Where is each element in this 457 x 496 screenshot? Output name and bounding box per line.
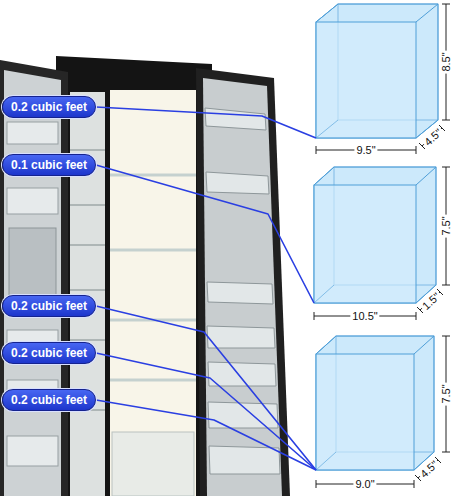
door-bin xyxy=(209,446,280,474)
dimension-label: 9.5" xyxy=(354,144,377,156)
volume-cube xyxy=(314,167,436,303)
fridge-shelf xyxy=(110,174,196,177)
door-bin xyxy=(205,108,266,130)
volume-callout: 0.2 cubic feet xyxy=(2,389,96,411)
freezer-interior xyxy=(70,92,105,496)
cube-edge xyxy=(416,167,436,185)
door-bin xyxy=(7,188,58,214)
cube-front-face xyxy=(316,354,414,470)
fridge-body xyxy=(56,56,212,496)
fridge-shelf xyxy=(110,379,196,382)
refrigerator xyxy=(0,56,290,496)
dimension-line xyxy=(415,457,441,481)
cube-front-face xyxy=(316,22,416,138)
leader-line xyxy=(96,107,316,138)
door-bin xyxy=(7,122,58,144)
callout-text: 0.2 cubic feet xyxy=(11,393,87,407)
dimension-label: 10.5" xyxy=(350,310,379,322)
door-bin xyxy=(7,436,58,466)
freezer-shelf xyxy=(70,149,105,151)
volume-callout: 0.2 cubic feet xyxy=(2,96,96,118)
cube-edge xyxy=(316,4,338,22)
cube-edge xyxy=(414,336,434,354)
leader-line xyxy=(96,400,316,470)
dimension-line xyxy=(417,289,443,313)
dimension-label: 7.5" xyxy=(440,382,452,405)
dimension-label: 8.5" xyxy=(440,50,452,73)
cube-body xyxy=(316,4,438,138)
leader-line xyxy=(96,306,316,470)
freezer-door xyxy=(0,60,68,496)
freezer-shelf xyxy=(70,204,105,206)
leader-line xyxy=(96,165,314,303)
leader-line xyxy=(96,353,316,470)
freezer-shelf xyxy=(70,339,105,341)
cube-edge xyxy=(314,167,334,185)
door-bin xyxy=(206,172,269,194)
fridge-shelf xyxy=(110,249,196,252)
dimension-line xyxy=(419,125,445,149)
dispenser xyxy=(9,228,56,298)
volume-cube xyxy=(316,336,434,470)
cube-body xyxy=(314,167,436,303)
door-bin xyxy=(207,326,275,348)
cube-edge xyxy=(316,120,338,138)
volume-callout: 0.2 cubic feet xyxy=(2,295,96,317)
cube-edge xyxy=(316,336,336,354)
volume-callout: 0.1 cubic feet xyxy=(2,154,96,176)
fridge-interior xyxy=(110,90,196,496)
callout-text: 0.2 cubic feet xyxy=(11,346,87,360)
callout-text: 0.2 cubic feet xyxy=(11,100,87,114)
callout-text: 0.2 cubic feet xyxy=(11,299,87,313)
crisper-drawer xyxy=(112,432,194,496)
volume-callout: 0.2 cubic feet xyxy=(2,342,96,364)
cube-edge xyxy=(316,452,336,470)
cube-edge xyxy=(314,285,334,303)
volume-cube xyxy=(316,4,438,138)
callout-text: 0.1 cubic feet xyxy=(11,158,87,172)
door-bin xyxy=(208,362,276,386)
cube-edge xyxy=(416,4,438,22)
cube-front-face xyxy=(314,185,416,303)
door-bin xyxy=(207,282,273,304)
freezer-door-liner xyxy=(4,70,61,496)
dimension-label: 9.0" xyxy=(353,478,376,490)
dimension-lines xyxy=(314,4,450,488)
dimension-label: 7.5" xyxy=(440,214,452,237)
freezer-shelf xyxy=(70,289,105,291)
freezer-shelf xyxy=(70,244,105,246)
fridge-door xyxy=(196,68,290,496)
cube-body xyxy=(316,336,434,470)
